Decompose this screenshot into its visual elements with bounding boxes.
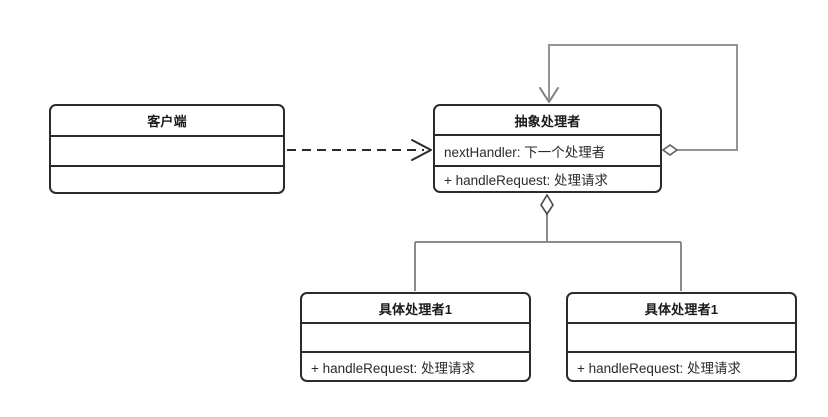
class-name-concrete-handler-2: 具体处理者1 [568,294,795,324]
dependency-edge-client-to-abstract-handler[interactable] [287,139,432,161]
class-attributes-abstract-handler: nextHandler: 下一个处理者 [435,136,660,167]
class-box-client[interactable]: 客户端 [49,104,285,194]
generalization-edges[interactable] [414,193,682,291]
class-operations-client [51,167,283,192]
class-name-abstract-handler: 抽象处理者 [435,106,660,136]
class-name-client: 客户端 [51,106,283,137]
class-box-concrete-handler-1[interactable]: 具体处理者1 + handleRequest: 处理请求 [300,292,531,382]
aggregation-diamond-icon [661,144,679,156]
self-aggregation-edge-abstract-handler[interactable] [539,44,738,156]
class-name-concrete-handler-1: 具体处理者1 [302,294,529,324]
class-operations-concrete-handler-1: + handleRequest: 处理请求 [311,360,475,376]
generalization-triangle-icon [540,193,554,216]
class-box-abstract-handler[interactable]: 抽象处理者 nextHandler: 下一个处理者 + handleReques… [433,104,662,193]
class-operations-abstract-handler: + handleRequest: 处理请求 [444,173,608,188]
class-box-concrete-handler-2[interactable]: 具体处理者1 + handleRequest: 处理请求 [566,292,797,382]
class-attributes-concrete-handler-1 [302,324,529,353]
class-attributes-client [51,137,283,167]
class-operations-concrete-handler-2: + handleRequest: 处理请求 [577,360,741,376]
class-attributes-concrete-handler-2 [568,324,795,353]
open-arrow-icon [539,87,559,103]
